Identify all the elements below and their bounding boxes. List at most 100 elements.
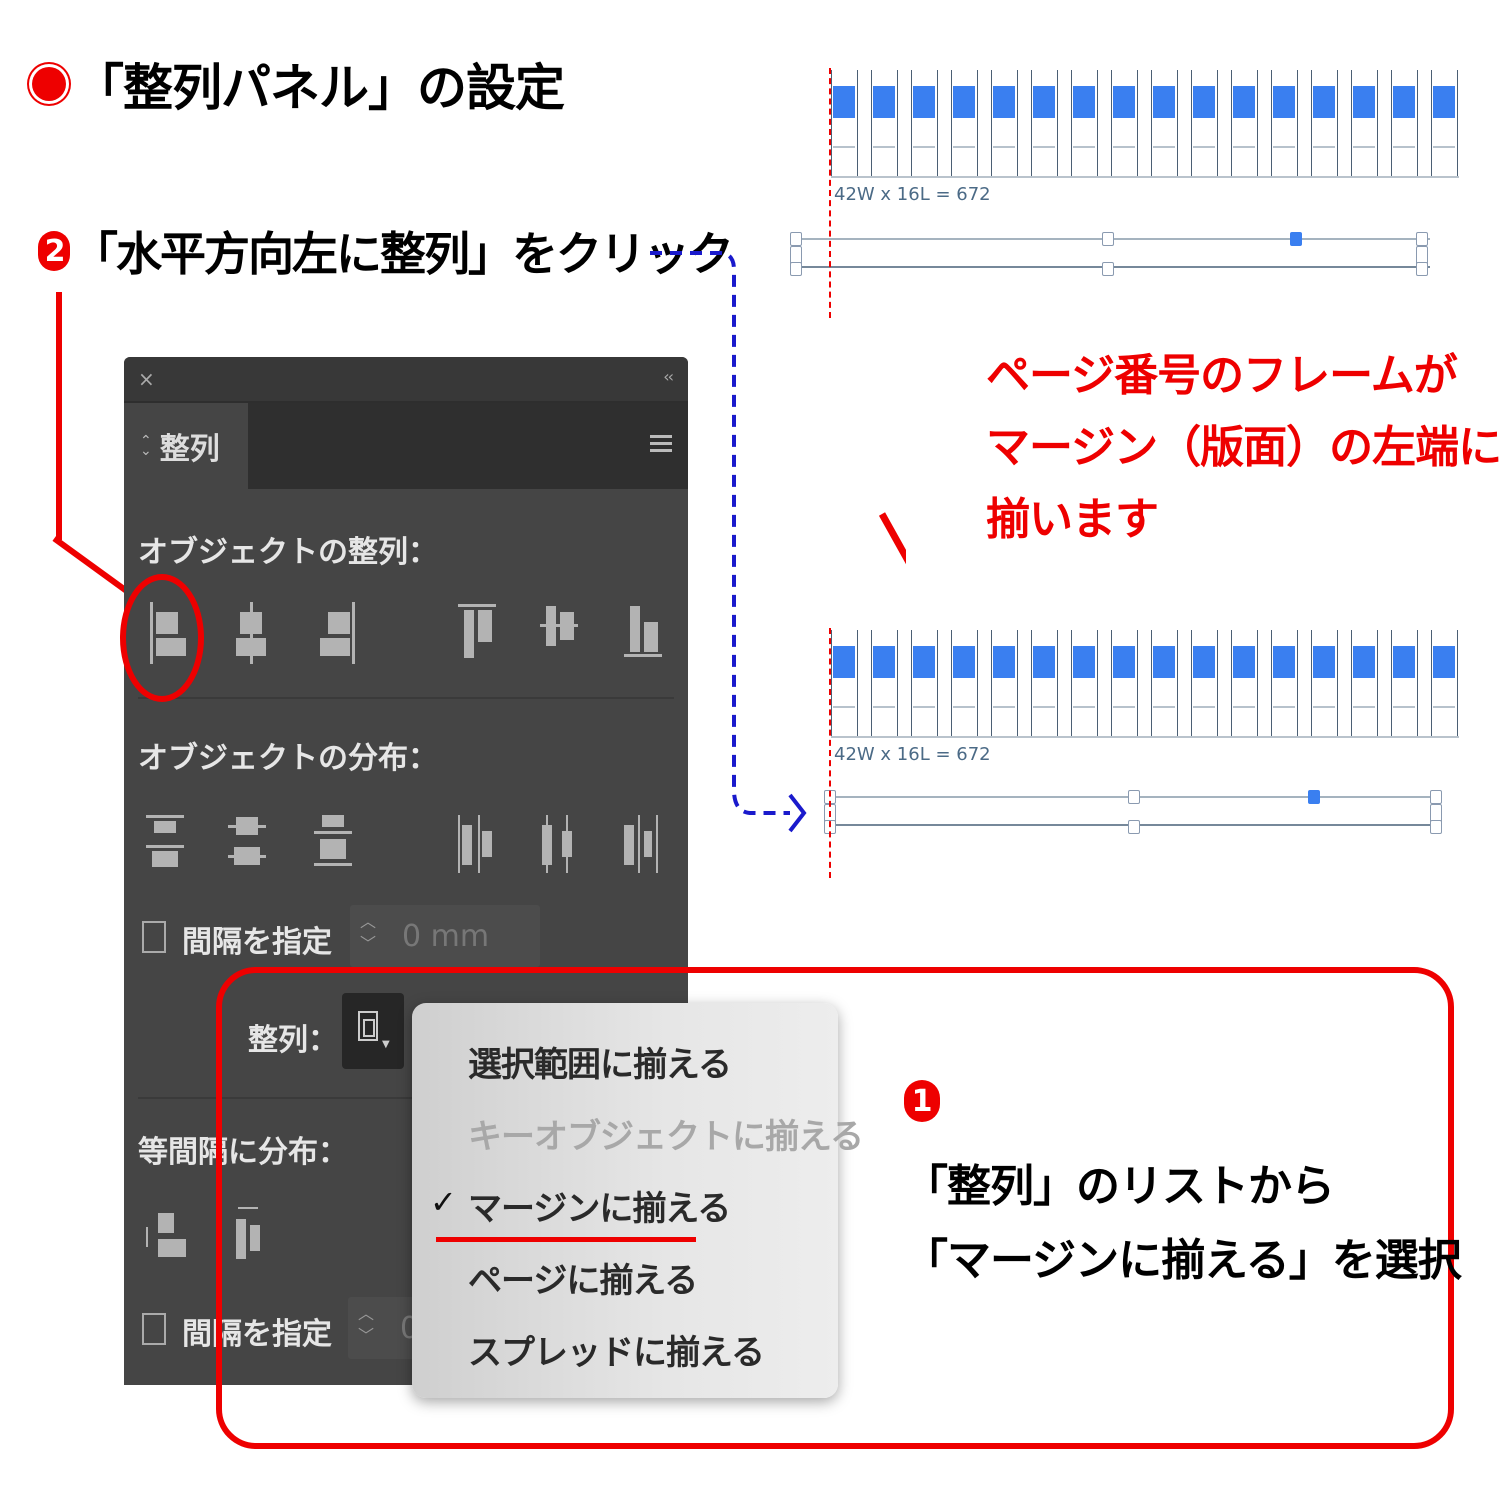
grid-column	[1071, 630, 1111, 736]
spacing-input-1-value: 0 mm	[402, 919, 490, 954]
align-objects-row	[124, 602, 688, 682]
grid-column	[1311, 70, 1351, 176]
align-to-margin-icon	[358, 1011, 378, 1041]
step1-number-badge: 1	[904, 1080, 940, 1122]
grid-column	[831, 70, 871, 176]
grid-column	[951, 70, 991, 176]
step2-instruction: 2 「水平方向左に整列」をクリック	[38, 218, 734, 284]
distribute-vertical-centers-icon[interactable]	[228, 815, 278, 879]
menu-item-align-selection[interactable]: 選択範囲に揃える	[468, 1045, 732, 1085]
grid-column	[951, 630, 991, 736]
step1-line1: 「整列」のリストから	[904, 1161, 1335, 1212]
highlight-ellipse	[120, 574, 204, 702]
align-to-menu: 選択範囲に揃える キーオブジェクトに揃える ✓ マージンに揃える ページに揃える…	[412, 1003, 864, 1398]
after-grid	[831, 630, 1459, 738]
before-grid	[831, 70, 1459, 178]
grid-column	[1231, 630, 1271, 736]
red-bullet-icon	[32, 67, 66, 101]
distribute-right-icon[interactable]	[624, 815, 674, 879]
grid-column	[1191, 630, 1231, 736]
note-line3: 揃います	[986, 494, 1159, 545]
align-bottom-edges-icon[interactable]	[624, 602, 674, 666]
margin-guide-line	[829, 628, 831, 878]
collapse-icon[interactable]: ‹‹	[663, 367, 674, 386]
grid-column	[1111, 630, 1151, 736]
align-to-label: 整列：	[248, 1023, 338, 1058]
grid-column	[871, 70, 911, 176]
annotation-box	[216, 967, 1454, 1449]
distribute-horizontal-space-icon[interactable]	[232, 1207, 282, 1271]
updown-arrows-icon: ⌃⌄	[140, 433, 152, 459]
align-horizontal-centers-icon[interactable]	[232, 602, 282, 666]
leader-line	[56, 292, 62, 540]
distribute-bottom-icon[interactable]	[314, 815, 364, 879]
section-distribute-spacing: 等間隔に分布：	[138, 1135, 348, 1170]
before-caption: 42W x 16L = 672	[834, 184, 991, 205]
distribute-top-icon[interactable]	[146, 815, 196, 879]
grid-column	[1111, 70, 1151, 176]
page-title-text: 「整列パネル」の設定	[74, 59, 565, 117]
tab-align-label: 整列	[159, 432, 220, 467]
grid-column	[1151, 630, 1191, 736]
distribute-objects-row	[124, 815, 688, 895]
menu-item-align-margins[interactable]: マージンに揃える	[468, 1189, 731, 1229]
grid-column	[1151, 70, 1191, 176]
section-align-objects: オブジェクトの整列：	[138, 535, 438, 570]
before-page-number-frame[interactable]	[790, 232, 1430, 276]
step2-text: 「水平方向左に整列」をクリック	[72, 227, 734, 281]
step2-number-badge: 2	[38, 231, 70, 271]
distribute-horizontal-centers-icon[interactable]	[542, 815, 592, 879]
grid-column	[1271, 70, 1311, 176]
panel-tabbar: ⌃⌄ 整列	[124, 403, 688, 489]
distribute-spacing-row	[124, 1207, 688, 1287]
underline-highlight	[436, 1237, 696, 1242]
grid-column	[1351, 630, 1391, 736]
spacing-checkbox-1-label: 間隔を指定	[182, 925, 332, 960]
spacing-checkbox-1[interactable]	[142, 921, 166, 953]
menu-item-align-page[interactable]: ページに揃える	[468, 1261, 698, 1301]
align-vertical-centers-icon[interactable]	[540, 602, 590, 666]
distribute-left-icon[interactable]	[458, 815, 508, 879]
distribute-vertical-space-icon[interactable]	[146, 1207, 196, 1271]
tab-align[interactable]: ⌃⌄ 整列	[124, 403, 248, 489]
align-top-edges-icon[interactable]	[458, 602, 508, 666]
chevron-down-icon: ▼	[382, 1039, 390, 1050]
grid-column	[1031, 70, 1071, 176]
grid-column	[991, 630, 1031, 736]
grid-column	[1391, 630, 1431, 736]
stepper-icon[interactable]: ︿﹀	[360, 912, 377, 953]
grid-column	[871, 630, 911, 736]
page-title: 「整列パネル」の設定	[32, 48, 565, 120]
grid-column	[1431, 70, 1471, 176]
align-to-dropdown[interactable]: ▼	[342, 993, 404, 1069]
spacing-checkbox-2[interactable]	[142, 1313, 166, 1345]
stepper-icon[interactable]: ︿﹀	[358, 1304, 375, 1345]
after-page-number-frame[interactable]	[824, 790, 1442, 834]
margin-guide-line	[829, 68, 831, 318]
note-line1: ページ番号のフレームが	[986, 350, 1458, 401]
step1-instruction: 1 「整列」のリストから 「マージンに揃える」を選択	[904, 1080, 1462, 1286]
grid-column	[1391, 70, 1431, 176]
divider	[138, 1097, 674, 1099]
grid-column	[911, 630, 951, 736]
grid-column	[1351, 70, 1391, 176]
divider	[138, 697, 674, 699]
grid-column	[1271, 630, 1311, 736]
menu-item-align-key-object: キーオブジェクトに揃える	[468, 1117, 864, 1157]
panel-menu-icon[interactable]	[650, 435, 672, 456]
down-arrow-icon	[878, 512, 906, 565]
align-right-edges-icon[interactable]	[318, 602, 368, 666]
grid-column	[991, 70, 1031, 176]
grid-column	[831, 630, 871, 736]
panel-titlebar: × ‹‹	[124, 357, 688, 403]
note-line2: マージン（版面）の左端に	[986, 422, 1500, 473]
step1-line2: 「マージンに揃える」を選択	[904, 1235, 1462, 1286]
section-distribute-objects: オブジェクトの分布：	[138, 741, 438, 776]
grid-column	[1031, 630, 1071, 736]
spacing-input-1[interactable]: ︿﹀ 0 mm	[350, 905, 540, 967]
close-icon[interactable]: ×	[138, 367, 155, 391]
grid-column	[1311, 630, 1351, 736]
menu-item-align-spread[interactable]: スプレッドに揃える	[468, 1333, 765, 1373]
connector-arrow-icon	[650, 251, 807, 833]
grid-column	[911, 70, 951, 176]
